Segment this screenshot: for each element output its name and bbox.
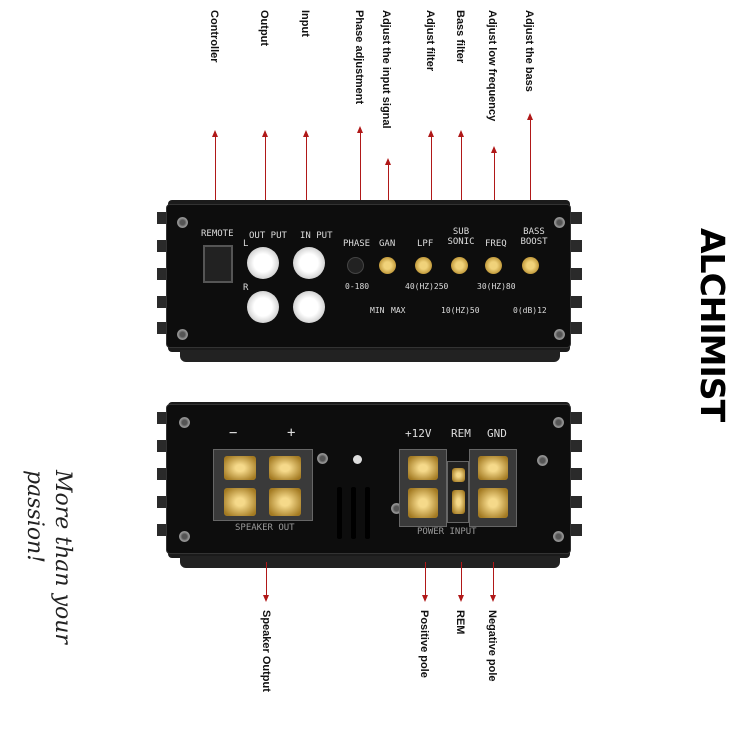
- output-rca-right[interactable]: [247, 291, 279, 323]
- phase-knob[interactable]: [347, 257, 364, 274]
- arrow-output: [262, 130, 268, 202]
- arrow-speaker-output: [263, 562, 269, 602]
- slogan: More than your passion!: [22, 470, 75, 644]
- arrow-negative-pole: [490, 562, 496, 602]
- lpf-label: LPF: [417, 239, 434, 249]
- label-rem: REM: [454, 610, 466, 635]
- label-phase: Phase adjustment: [353, 10, 365, 105]
- arrow-subsonic: [458, 130, 464, 202]
- phase-label: PHASE: [343, 239, 371, 249]
- gnd-label: GND: [487, 427, 507, 440]
- front-panel: REMOTE OUT PUT IN PUT L R PHASE 0-180 GA…: [166, 204, 571, 348]
- label-speaker-output: Speaker Output: [260, 610, 272, 692]
- vent-slot: [351, 487, 356, 539]
- arrow-rem: [458, 562, 464, 602]
- phase-range: 0-180: [345, 282, 370, 291]
- plus-label: +: [287, 425, 296, 441]
- speaker-out-label: SPEAKER OUT: [235, 523, 295, 533]
- label-controller: Controller: [208, 10, 220, 63]
- arrow-bass: [527, 113, 533, 202]
- label-subsonic: Bass filter: [454, 10, 466, 64]
- rear-panel: − + SPEAKER OUT +12V REM GND POWER INPUT: [166, 404, 571, 554]
- freq-range: 30(HZ)80: [477, 282, 516, 291]
- label-lpf: Adjust filter: [424, 10, 436, 72]
- freq-label: FREQ: [485, 239, 507, 249]
- minus-label: −: [229, 425, 238, 441]
- power-input-label: POWER INPUT: [417, 527, 477, 537]
- negative-terminal[interactable]: [469, 449, 517, 527]
- led-indicator: [353, 455, 362, 464]
- bass-boost-range: 0(dB)12: [513, 306, 547, 315]
- remote-label: REMOTE: [201, 229, 234, 239]
- gain-label: GAN: [379, 239, 396, 249]
- subsonic-knob[interactable]: [451, 257, 468, 274]
- label-positive-pole: Positive pole: [418, 610, 430, 678]
- output-rca-left[interactable]: [247, 247, 279, 279]
- arrow-controller: [212, 130, 218, 202]
- input-rca-right[interactable]: [293, 291, 325, 323]
- positive-terminal[interactable]: [399, 449, 447, 527]
- subsonic-range: 10(HZ)50: [441, 306, 480, 315]
- input-label: IN PUT: [300, 231, 333, 241]
- lpf-knob[interactable]: [415, 257, 432, 274]
- lpf-range: 40(HZ)250: [405, 282, 449, 291]
- label-negative-pole: Negative pole: [486, 610, 498, 682]
- brand-logo: ALCHIMIST: [693, 228, 732, 422]
- gain-max: MAX: [391, 306, 406, 315]
- v12-label: +12V: [405, 427, 432, 440]
- label-input: Input: [299, 10, 311, 37]
- vent-slot: [365, 487, 370, 539]
- arrow-lpf: [428, 130, 434, 202]
- output-label: OUT PUT: [249, 231, 287, 241]
- label-bass: Adjust the bass: [523, 10, 535, 92]
- arrow-input: [303, 130, 309, 202]
- remote-port[interactable]: [203, 245, 233, 283]
- gain-min: MIN: [370, 306, 385, 315]
- arrow-positive-pole: [422, 562, 428, 602]
- input-rca-left[interactable]: [293, 247, 325, 279]
- rem-label: REM: [451, 427, 471, 440]
- freq-knob[interactable]: [485, 257, 502, 274]
- bass-boost-label: BASS BOOST: [520, 227, 548, 247]
- arrow-phase: [357, 126, 363, 202]
- arrow-gain: [385, 158, 391, 202]
- arrow-freq: [491, 146, 497, 202]
- label-freq: Adjust low frequency: [486, 10, 498, 122]
- speaker-output-terminal[interactable]: [213, 449, 313, 521]
- gain-knob[interactable]: [379, 257, 396, 274]
- subsonic-label: SUB SONIC: [447, 227, 475, 247]
- vent-slot: [337, 487, 342, 539]
- right-label: R: [243, 283, 249, 293]
- label-output: Output: [258, 10, 270, 47]
- rem-terminal[interactable]: [447, 461, 469, 523]
- left-label: L: [243, 239, 249, 249]
- label-gain: Adjust the input signal: [380, 10, 392, 129]
- bass-boost-knob[interactable]: [522, 257, 539, 274]
